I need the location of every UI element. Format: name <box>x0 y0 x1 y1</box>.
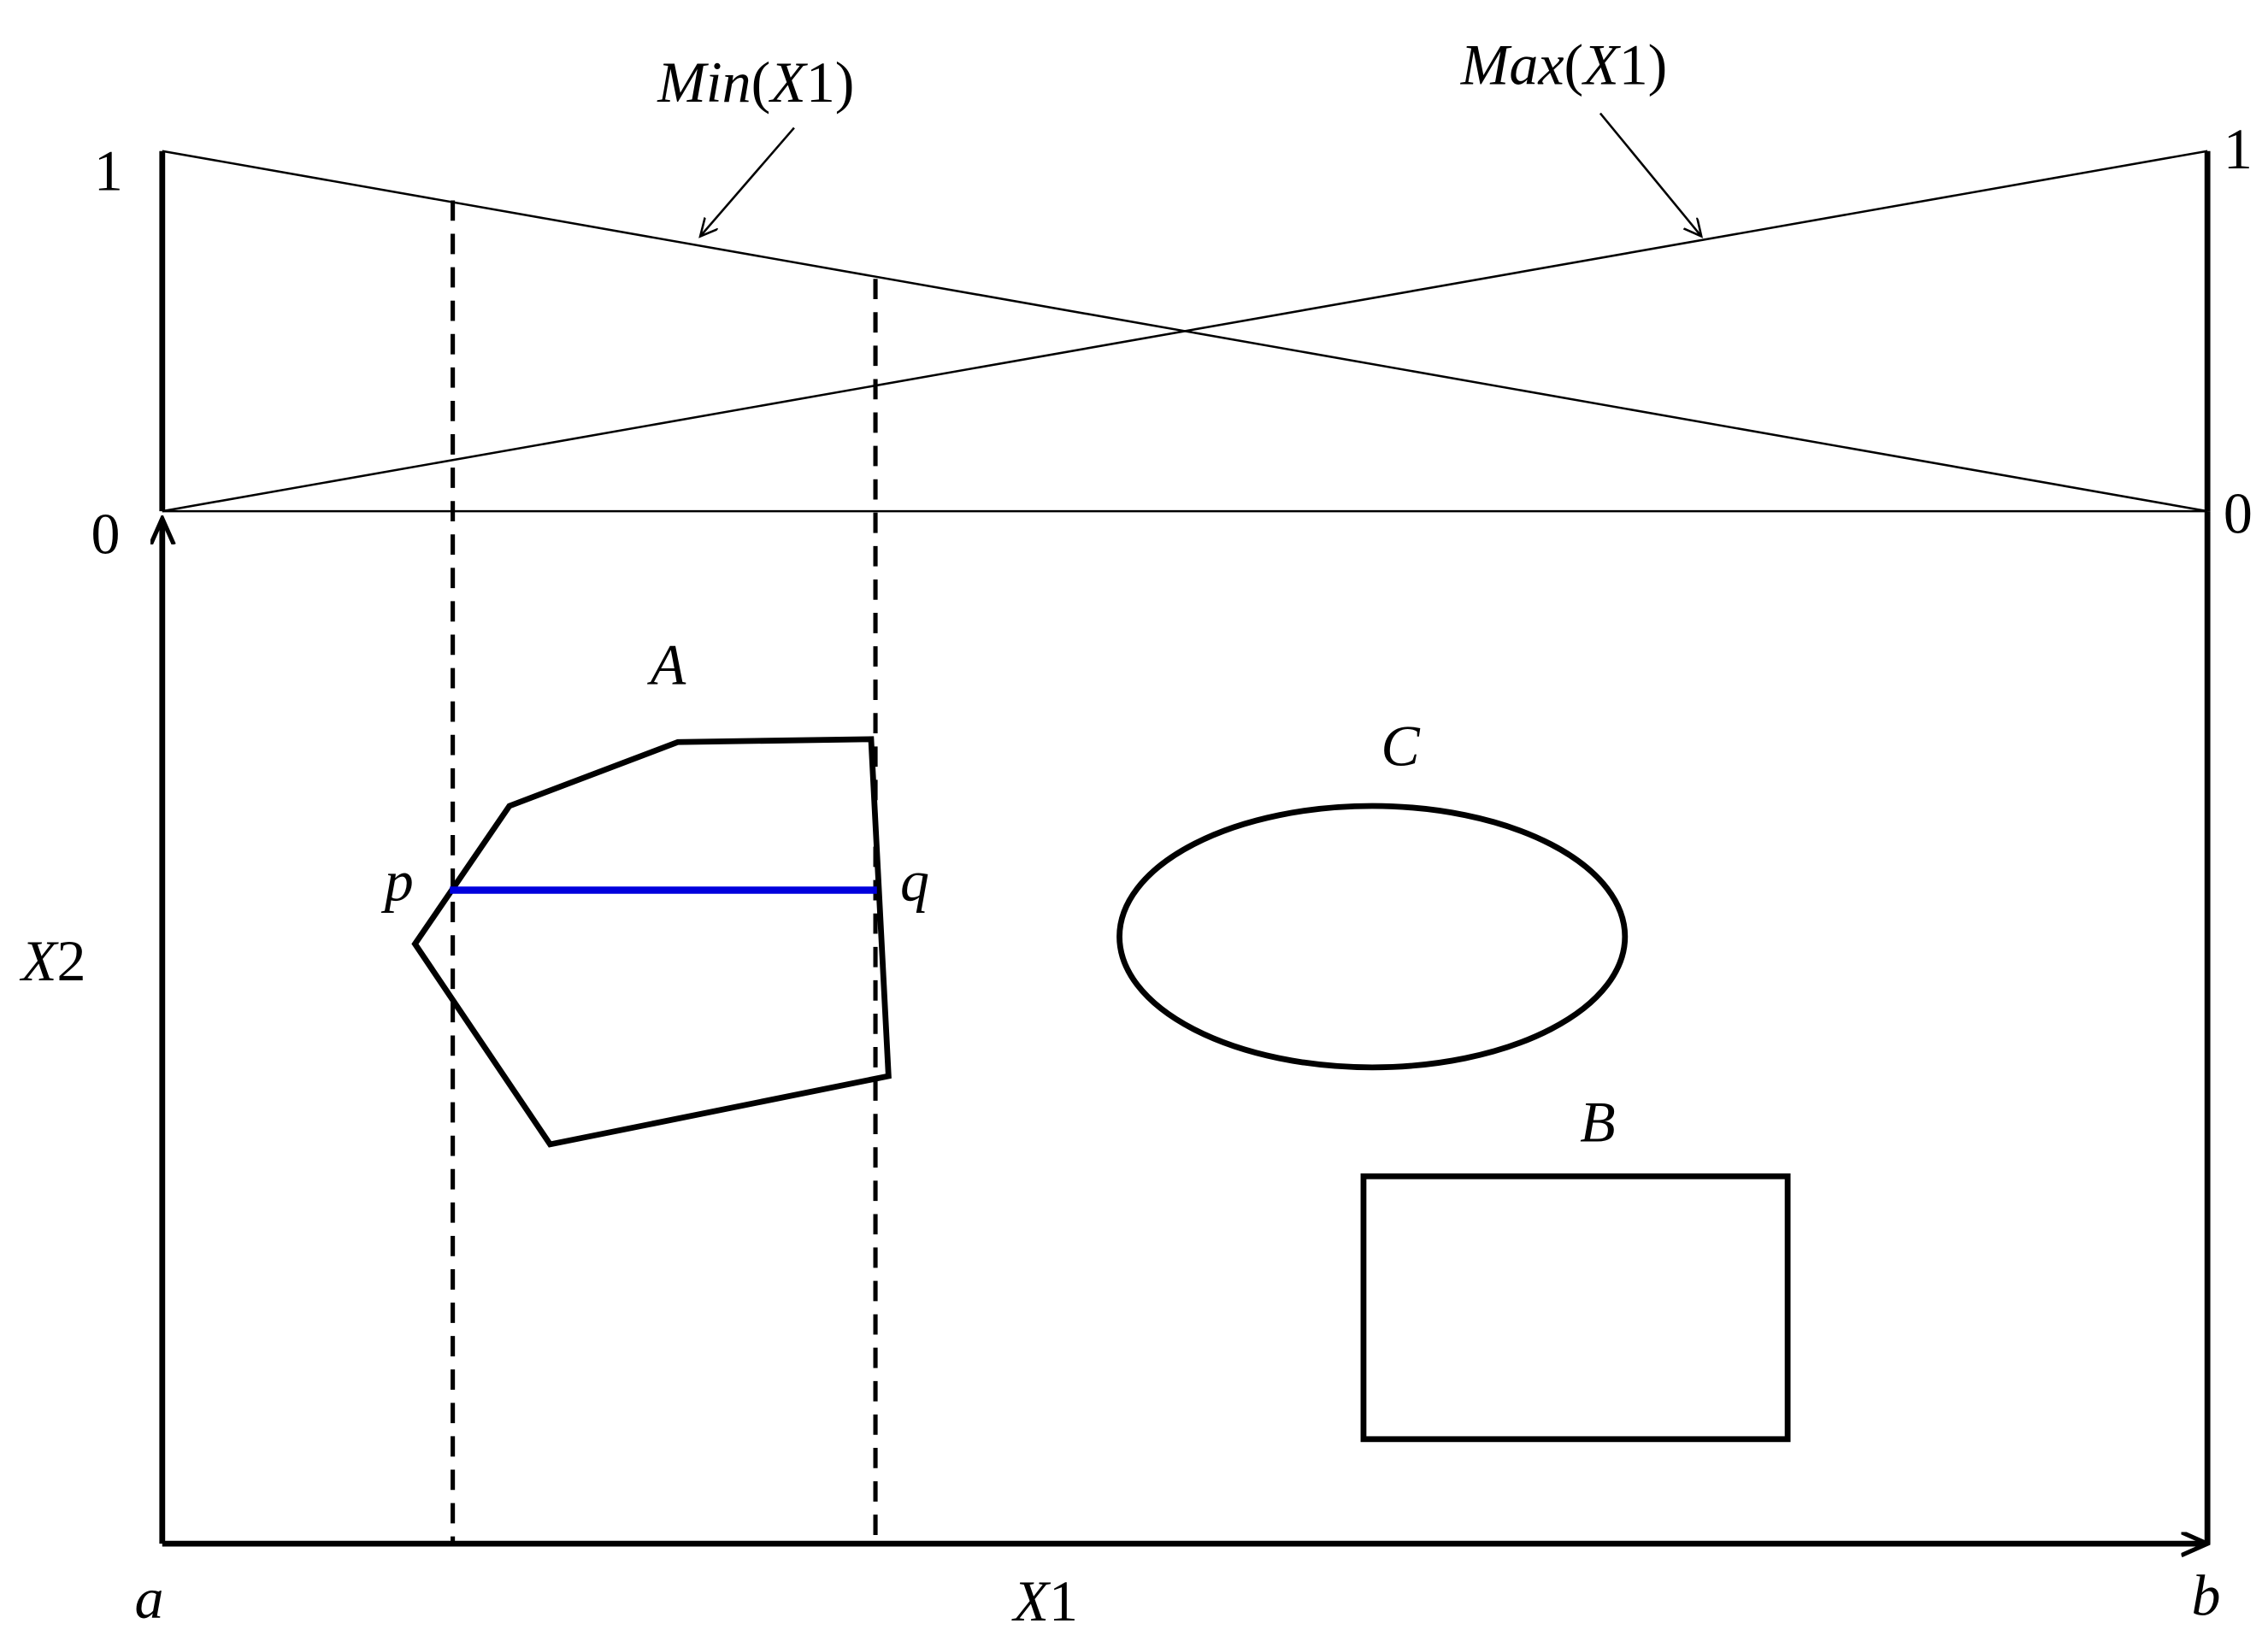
projection-lines <box>451 200 878 1544</box>
endpoint-a-label: a <box>135 1566 164 1631</box>
endpoint-b-label: b <box>2191 1562 2220 1627</box>
max-function-label: Max(X1) <box>1460 32 1668 97</box>
min-function-label: Min(X1) <box>657 50 854 115</box>
region-b-rectangle <box>1360 1173 1791 1443</box>
membership-graph: Min(X1) Max(X1) 1 0 1 0 <box>91 32 2253 567</box>
min-pointer-arrow <box>701 126 795 236</box>
region-a-label: A <box>647 632 686 697</box>
point-q-label: q <box>900 848 929 913</box>
max-function-line <box>162 150 2208 513</box>
max-pointer-arrow <box>1599 112 1700 236</box>
region-c: C <box>1116 713 1629 1071</box>
region-a: A p q <box>381 632 929 1148</box>
x2-axis-label: X2 <box>19 928 86 993</box>
region-b: B <box>1360 1090 1791 1443</box>
coordinate-axes: X2 X1 a b <box>19 511 2220 1633</box>
x1-axis-label: X1 <box>1010 1568 1078 1633</box>
scale-top-right-label: 1 <box>2224 116 2253 181</box>
region-b-label: B <box>1580 1090 1616 1155</box>
point-p-label: p <box>381 848 414 913</box>
scale-bottom-right-label: 0 <box>2224 481 2253 546</box>
region-a-polygon <box>411 736 892 1148</box>
scale-top-left-label: 1 <box>94 138 123 203</box>
region-c-ellipse <box>1116 803 1629 1071</box>
scale-bottom-left-label: 0 <box>91 501 121 566</box>
region-c-label: C <box>1381 713 1420 778</box>
